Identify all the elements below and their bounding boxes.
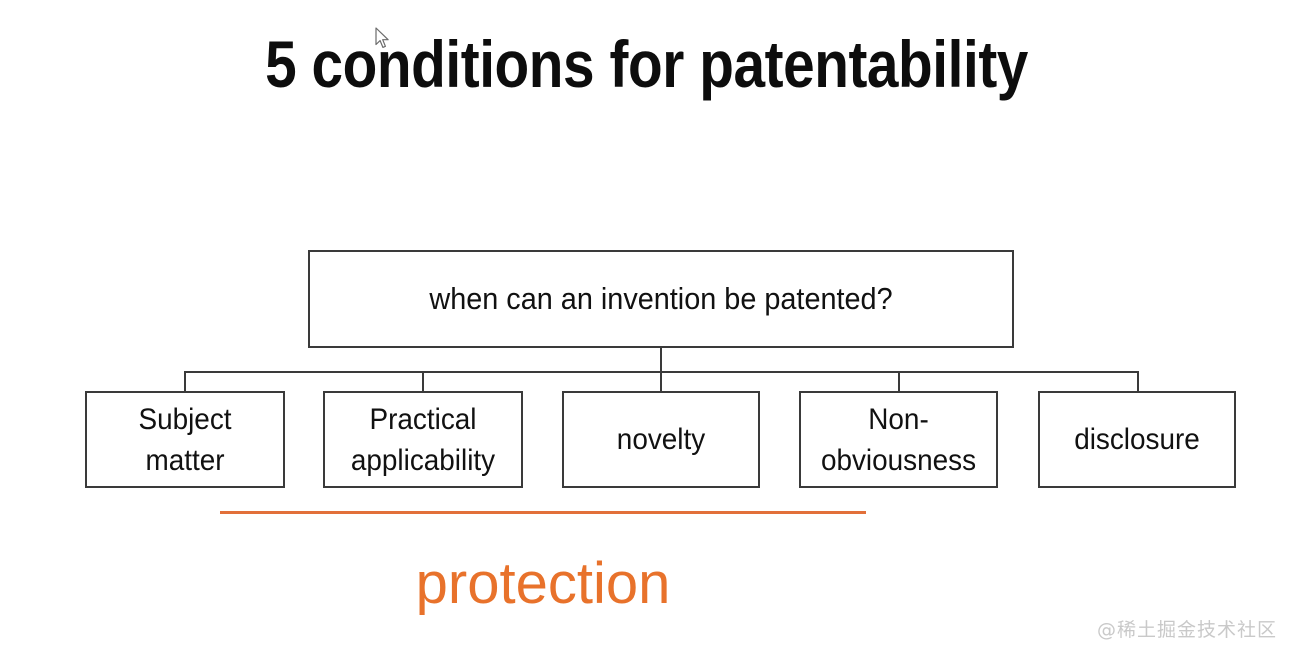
connector-drop-non-obviousness (898, 371, 900, 391)
diagram-node-practical-applicability: Practical applicability (323, 391, 523, 488)
diagram-node-disclosure-label: disclosure (1074, 423, 1200, 456)
diagram-node-subject-matter-label: Subject matter (138, 402, 232, 477)
connector-drop-subject-matter (184, 371, 186, 391)
diagram-node-novelty: novelty (562, 391, 760, 488)
connector-drop-novelty (660, 371, 662, 391)
diagram-node-root-label: when can an invention be patented? (429, 281, 893, 316)
diagram-node-novelty-label: novelty (616, 423, 706, 456)
diagram-node-subject-matter: Subject matter (85, 391, 285, 488)
protection-caption: protection (415, 551, 671, 616)
connector-horizontal-bus (185, 371, 1139, 373)
watermark-text: @稀土掘金技术社区 (1096, 619, 1277, 641)
protection-underline (220, 511, 866, 514)
connector-drop-practical-applicability (422, 371, 424, 391)
diagram-node-non-obviousness: Non- obviousness (799, 391, 998, 488)
diagram-node-practical-applicability-label: Practical applicability (350, 402, 496, 477)
connector-drop-disclosure (1137, 371, 1139, 391)
diagram-node-disclosure: disclosure (1038, 391, 1236, 488)
page-title: 5 conditions for patentability (265, 27, 1028, 101)
diagram-node-root: when can an invention be patented? (308, 250, 1014, 348)
connector-root-stem (660, 348, 662, 372)
diagram-node-non-obviousness-label: Non- obviousness (820, 402, 977, 477)
